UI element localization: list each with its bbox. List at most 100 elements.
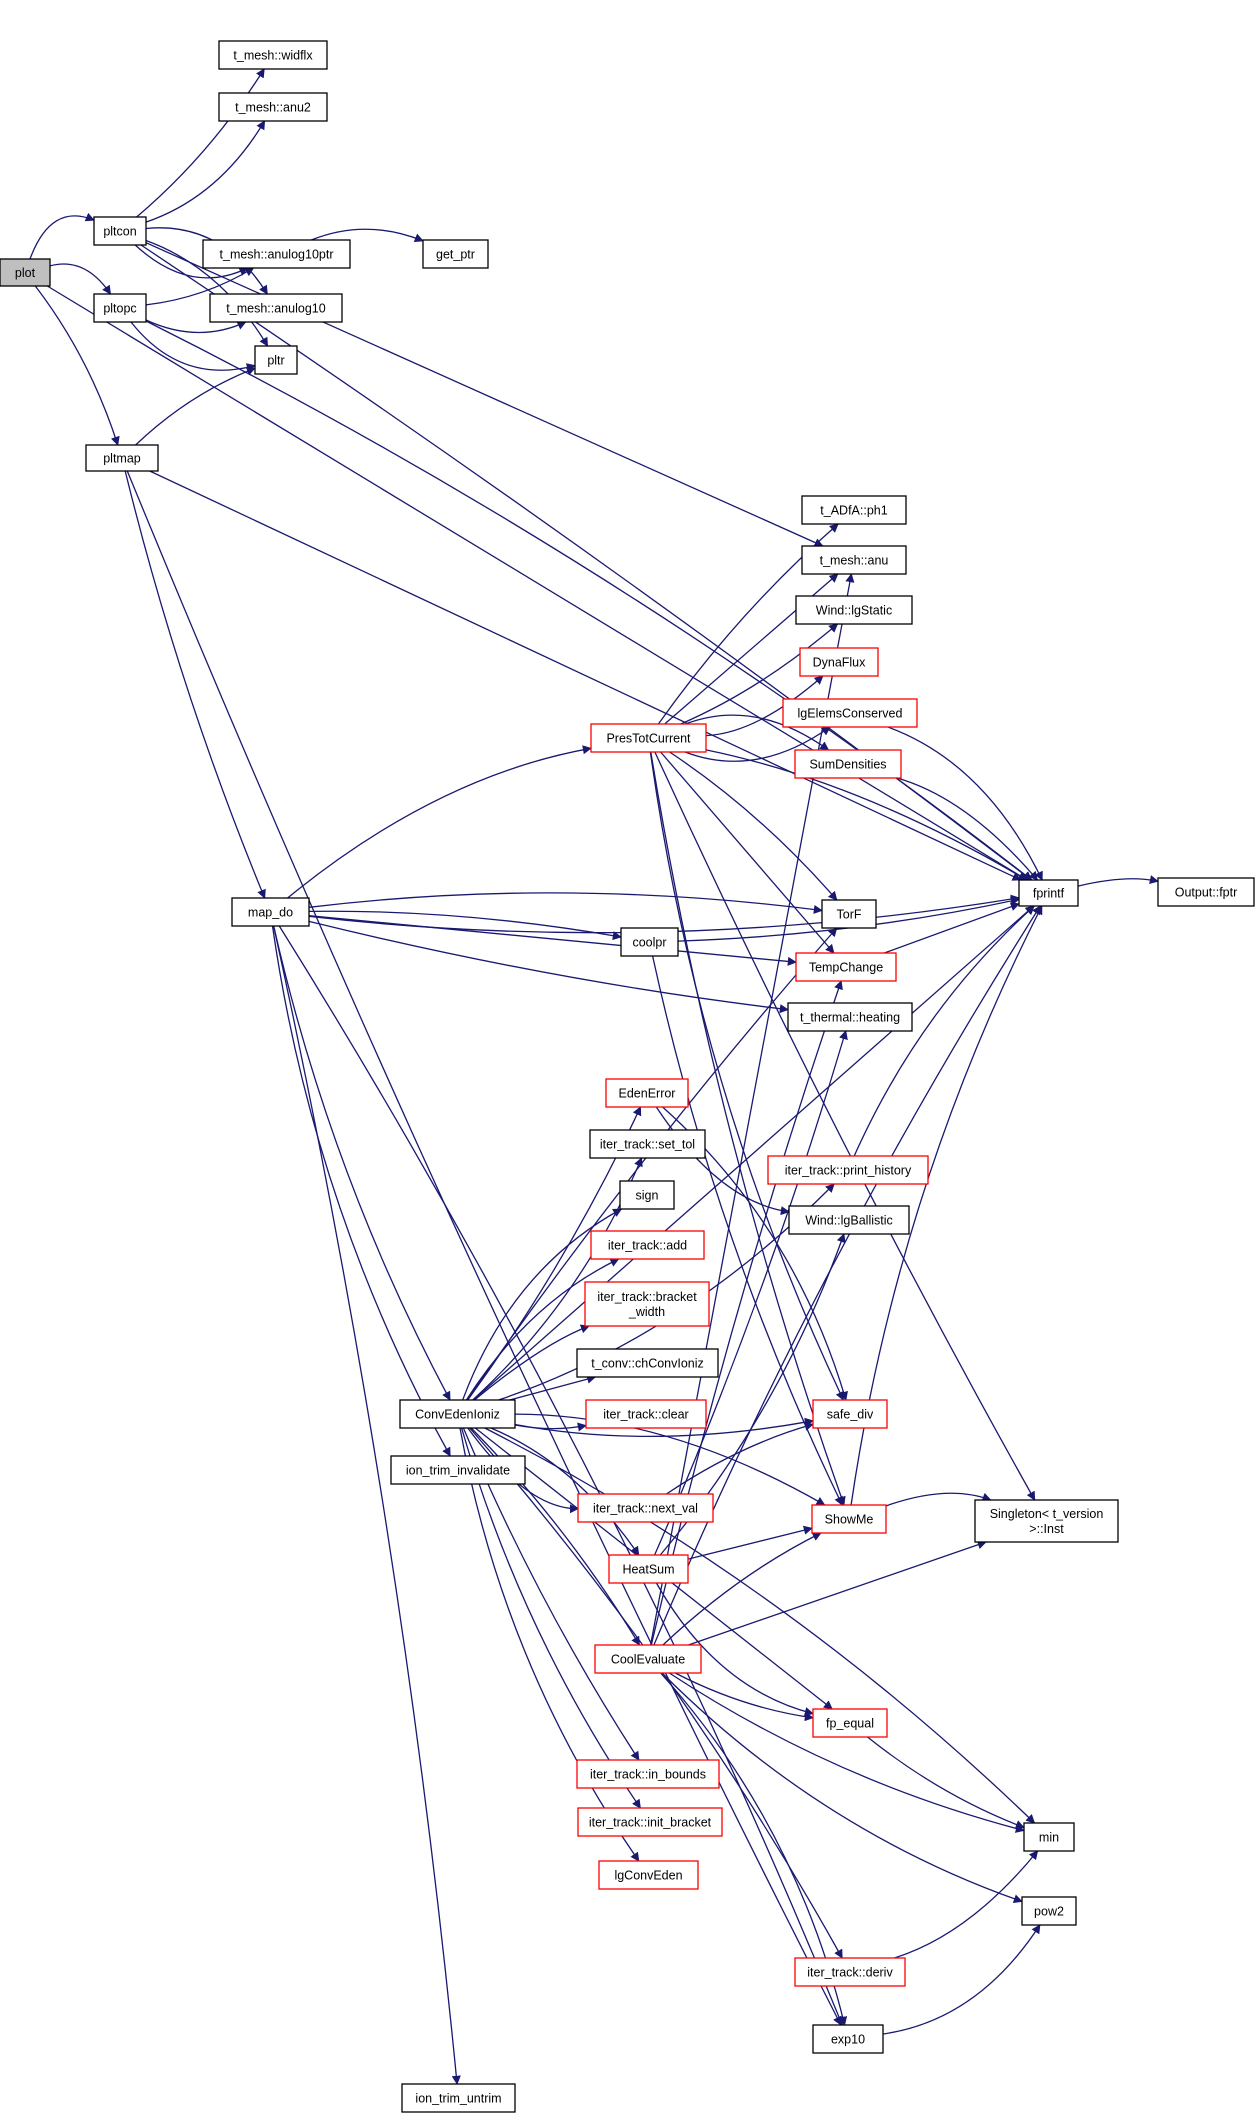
node-lgElemsConserved[interactable]: lgElemsConserved — [782, 698, 918, 728]
node-pltopc-box[interactable] — [93, 293, 147, 323]
node-ph1-box[interactable] — [801, 495, 907, 525]
node-pow2-box[interactable] — [1021, 1896, 1077, 1926]
node-HeatSum-box[interactable] — [608, 1554, 689, 1584]
node-pltcon-box[interactable] — [93, 216, 147, 246]
node-ConvEdenIoniz-box[interactable] — [399, 1399, 516, 1429]
node-EdenError-box[interactable] — [605, 1078, 689, 1108]
node-init_bracket[interactable]: iter_track::init_bracket — [577, 1807, 723, 1837]
node-ion_trim_untrim[interactable]: ion_trim_untrim — [401, 2083, 516, 2113]
node-anu-box[interactable] — [801, 545, 907, 575]
node-SumDensities-box[interactable] — [794, 749, 902, 779]
node-widflx-box[interactable] — [218, 40, 328, 70]
node-PresTotCurrent[interactable]: PresTotCurrent — [590, 723, 707, 753]
node-anu[interactable]: t_mesh::anu — [801, 545, 907, 575]
node-ion_trim_invalidate-box[interactable] — [390, 1455, 526, 1485]
node-pltmap-box[interactable] — [85, 444, 159, 472]
node-pltopc[interactable]: pltopc — [93, 293, 147, 323]
node-fprintf[interactable]: fprintf — [1018, 879, 1079, 907]
node-lgElemsConserved-box[interactable] — [782, 698, 918, 728]
node-TempChange-box[interactable] — [795, 952, 897, 982]
node-min[interactable]: min — [1023, 1822, 1075, 1852]
node-chConvIoniz-box[interactable] — [576, 1348, 719, 1378]
node-in_bounds[interactable]: iter_track::in_bounds — [576, 1759, 720, 1789]
node-ph1[interactable]: t_ADfA::ph1 — [801, 495, 907, 525]
node-lgConvEden-box[interactable] — [598, 1860, 699, 1890]
node-anulog10-box[interactable] — [209, 293, 343, 323]
node-in_bounds-box[interactable] — [576, 1759, 720, 1789]
node-set_tol[interactable]: iter_track::set_tol — [589, 1129, 706, 1159]
node-sign[interactable]: sign — [619, 1180, 675, 1210]
node-set_tol-box[interactable] — [589, 1129, 706, 1159]
node-next_val[interactable]: iter_track::next_val — [577, 1493, 714, 1523]
node-ShowMe[interactable]: ShowMe — [811, 1504, 887, 1534]
node-plot[interactable]: plot — [0, 258, 51, 287]
node-print_history[interactable]: iter_track::print_history — [767, 1155, 929, 1185]
node-SumDensities[interactable]: SumDensities — [794, 749, 902, 779]
node-anulog10ptr-box[interactable] — [202, 239, 351, 269]
node-ion_trim_invalidate[interactable]: ion_trim_invalidate — [390, 1455, 526, 1485]
node-get_ptr[interactable]: get_ptr — [422, 239, 489, 269]
node-init_bracket-box[interactable] — [577, 1807, 723, 1837]
node-deriv-box[interactable] — [794, 1957, 906, 1987]
node-TorF[interactable]: TorF — [821, 899, 877, 929]
node-anulog10[interactable]: t_mesh::anulog10 — [209, 293, 343, 323]
node-lgConvEden[interactable]: lgConvEden — [598, 1860, 699, 1890]
node-CoolEvaluate-box[interactable] — [594, 1644, 702, 1674]
node-bracket_width[interactable]: iter_track::bracket_width — [584, 1281, 710, 1327]
node-PresTotCurrent-box[interactable] — [590, 723, 707, 753]
node-fptr[interactable]: Output::fptr — [1157, 877, 1255, 907]
node-ion_trim_untrim-box[interactable] — [401, 2083, 516, 2113]
node-DynaFlux-box[interactable] — [799, 647, 879, 677]
node-pltr-box[interactable] — [254, 345, 298, 375]
node-TempChange[interactable]: TempChange — [795, 952, 897, 982]
node-get_ptr-box[interactable] — [422, 239, 489, 269]
node-chConvIoniz[interactable]: t_conv::chConvIoniz — [576, 1348, 719, 1378]
node-sign-box[interactable] — [619, 1180, 675, 1210]
node-lgBallistic-box[interactable] — [788, 1205, 910, 1235]
node-lgBallistic[interactable]: Wind::lgBallistic — [788, 1205, 910, 1235]
node-anulog10ptr[interactable]: t_mesh::anulog10ptr — [202, 239, 351, 269]
node-heating[interactable]: t_thermal::heating — [787, 1002, 913, 1032]
node-add[interactable]: iter_track::add — [590, 1230, 705, 1260]
node-safe_div[interactable]: safe_div — [812, 1399, 888, 1429]
node-fprintf-box[interactable] — [1018, 879, 1079, 907]
node-add-box[interactable] — [590, 1230, 705, 1260]
node-heating-box[interactable] — [787, 1002, 913, 1032]
node-widflx[interactable]: t_mesh::widflx — [218, 40, 328, 70]
node-HeatSum[interactable]: HeatSum — [608, 1554, 689, 1584]
node-clear-box[interactable] — [585, 1399, 707, 1429]
node-lgStatic-box[interactable] — [795, 595, 913, 625]
node-ShowMe-box[interactable] — [811, 1504, 887, 1534]
node-coolpr-box[interactable] — [620, 927, 679, 957]
node-Inst-box[interactable] — [974, 1499, 1119, 1543]
node-pltcon[interactable]: pltcon — [93, 216, 147, 246]
node-EdenError[interactable]: EdenError — [605, 1078, 689, 1108]
node-pow2[interactable]: pow2 — [1021, 1896, 1077, 1926]
node-pltr[interactable]: pltr — [254, 345, 298, 375]
node-clear[interactable]: iter_track::clear — [585, 1399, 707, 1429]
node-exp10[interactable]: exp10 — [812, 2024, 884, 2054]
node-lgStatic[interactable]: Wind::lgStatic — [795, 595, 913, 625]
node-fp_equal-box[interactable] — [812, 1708, 888, 1738]
node-Inst[interactable]: Singleton< t_version>::Inst — [974, 1499, 1119, 1543]
node-map_do-box[interactable] — [231, 897, 310, 927]
node-pltmap[interactable]: pltmap — [85, 444, 159, 472]
node-fp_equal[interactable]: fp_equal — [812, 1708, 888, 1738]
node-TorF-box[interactable] — [821, 899, 877, 929]
node-DynaFlux[interactable]: DynaFlux — [799, 647, 879, 677]
node-deriv[interactable]: iter_track::deriv — [794, 1957, 906, 1987]
node-print_history-box[interactable] — [767, 1155, 929, 1185]
node-min-box[interactable] — [1023, 1822, 1075, 1852]
node-map_do[interactable]: map_do — [231, 897, 310, 927]
node-plot-box[interactable] — [0, 258, 51, 287]
node-exp10-box[interactable] — [812, 2024, 884, 2054]
node-CoolEvaluate[interactable]: CoolEvaluate — [594, 1644, 702, 1674]
node-anu2-box[interactable] — [218, 92, 328, 122]
node-anu2[interactable]: t_mesh::anu2 — [218, 92, 328, 122]
node-bracket_width-box[interactable] — [584, 1281, 710, 1327]
node-coolpr[interactable]: coolpr — [620, 927, 679, 957]
node-ConvEdenIoniz[interactable]: ConvEdenIoniz — [399, 1399, 516, 1429]
node-fptr-box[interactable] — [1157, 877, 1255, 907]
node-next_val-box[interactable] — [577, 1493, 714, 1523]
node-safe_div-box[interactable] — [812, 1399, 888, 1429]
